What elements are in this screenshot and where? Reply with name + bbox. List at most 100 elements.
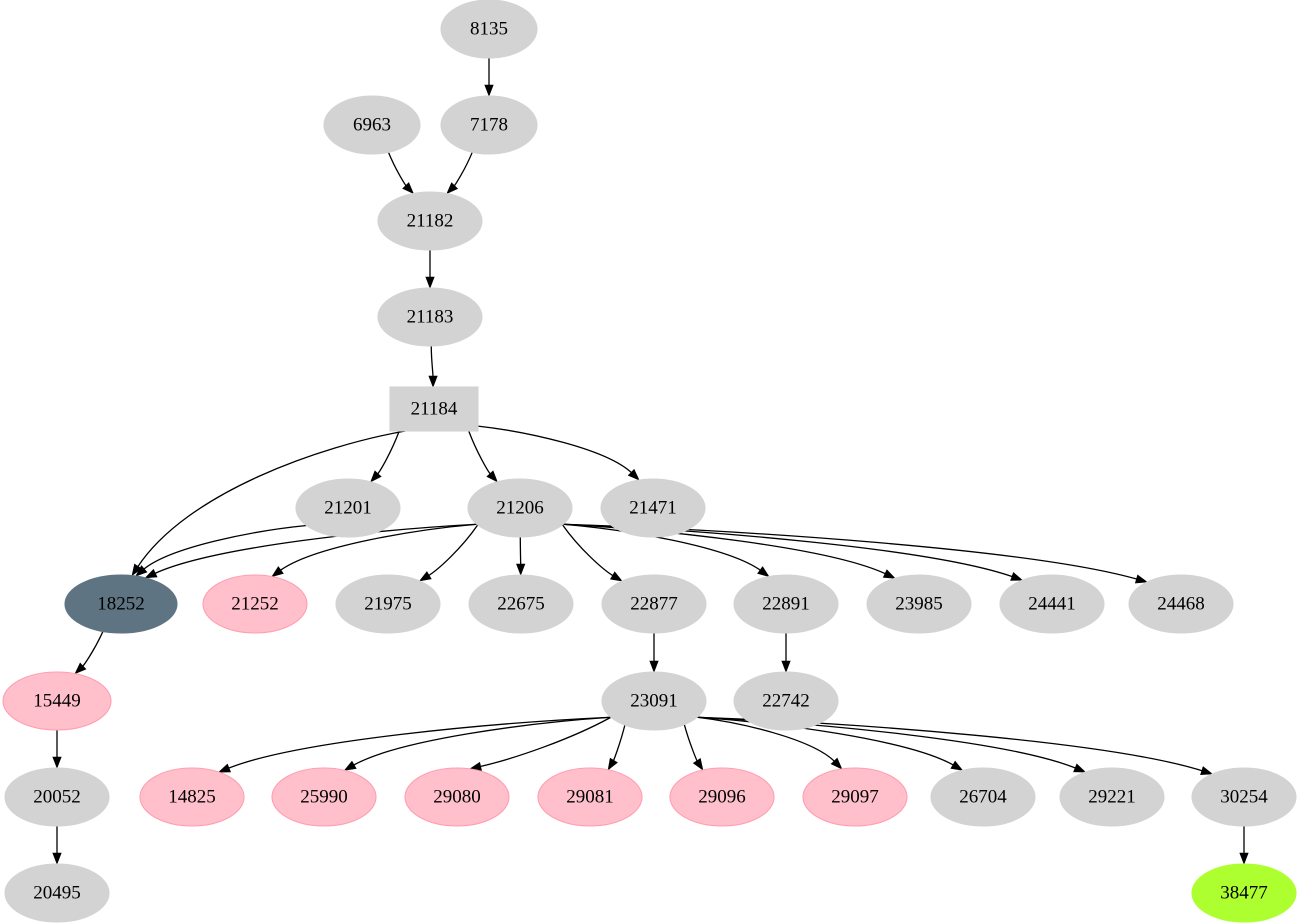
graph-edge [468,430,492,476]
edge-arrowhead [649,660,659,673]
node-ellipse-shape[interactable] [669,767,775,827]
edge-arrowhead [52,852,62,865]
edge-arrowhead [486,470,498,483]
edge-arrowhead [74,662,87,675]
node-ellipse-shape[interactable] [2,671,112,731]
node-ellipse-shape[interactable] [64,574,178,634]
graph-node-24468[interactable]: 24468 [1128,574,1234,634]
graph-edge [352,716,611,767]
graph-node-21975[interactable]: 21975 [335,574,441,634]
node-ellipse-shape[interactable] [271,767,377,827]
edge-arrowhead [135,565,148,577]
node-ellipse-shape[interactable] [802,767,908,827]
graph-node-20052[interactable]: 20052 [4,767,110,827]
graph-edge [563,523,887,575]
node-ellipse-shape[interactable] [4,863,110,923]
graph-node-22877[interactable]: 22877 [601,574,707,634]
graph-node-21184[interactable]: 21184 [389,386,479,432]
node-ellipse-shape[interactable] [335,574,441,634]
graph-node-24441[interactable]: 24441 [999,574,1105,634]
graph-node-21471[interactable]: 21471 [600,478,706,538]
graph-node-23091[interactable]: 23091 [601,671,707,731]
graph-node-7178[interactable]: 7178 [440,95,538,155]
graph-node-25990[interactable]: 25990 [271,767,377,827]
edge-arrowhead [950,760,964,771]
edge-arrowhead [484,84,494,97]
node-ellipse-shape[interactable] [404,767,510,827]
graph-node-23985[interactable]: 23985 [866,574,972,634]
graph-node-22675[interactable]: 22675 [468,574,574,634]
node-ellipse-shape[interactable] [999,574,1105,634]
graph-node-29221[interactable]: 29221 [1059,767,1165,827]
node-ellipse-shape[interactable] [139,767,245,827]
graph-node-21252[interactable]: 21252 [202,574,308,634]
graph-edge [427,524,479,577]
node-ellipse-shape[interactable] [468,574,574,634]
graph-node-20495[interactable]: 20495 [4,863,110,923]
edge-arrowhead [627,468,640,481]
node-ellipse-shape[interactable] [4,767,110,827]
edge-arrowhead [609,571,623,582]
graph-node-21201[interactable]: 21201 [295,478,401,538]
edge-arrowhead [1200,766,1214,775]
node-ellipse-shape[interactable] [1128,574,1234,634]
node-ellipse-shape[interactable] [866,574,972,634]
graph-edge [136,430,406,568]
graph-node-26704[interactable]: 26704 [930,767,1036,827]
edge-arrowhead [1073,763,1087,773]
node-ellipse-shape[interactable] [600,478,706,538]
graph-node-30254[interactable]: 30254 [1191,767,1297,827]
graph-node-38477[interactable]: 38477 [1191,863,1297,923]
edge-arrowhead [131,563,143,577]
edge-arrowhead [271,566,284,578]
graph-node-22742[interactable]: 22742 [733,671,839,731]
graph-edge [81,631,104,668]
node-ellipse-shape[interactable] [440,0,538,59]
node-ellipse-shape[interactable] [1059,767,1165,827]
edge-arrowhead [607,757,618,771]
node-ellipse-shape[interactable] [440,95,538,155]
node-ellipse-shape[interactable] [377,191,483,251]
graph-node-29097[interactable]: 29097 [802,767,908,827]
graph-node-8135[interactable]: 8135 [440,0,538,59]
edge-arrowhead [692,758,704,771]
edge-arrowhead [516,563,526,576]
node-ellipse-shape[interactable] [601,671,707,731]
edge-arrowhead [428,375,438,388]
node-ellipse-shape[interactable] [295,478,401,538]
edge-arrowhead [402,182,414,195]
graph-edge [479,716,612,768]
graph-node-21182[interactable]: 21182 [377,191,483,251]
edge-arrowhead [370,470,382,483]
node-ellipse-shape[interactable] [202,574,308,634]
node-ellipse-shape[interactable] [1191,767,1297,827]
graph-node-22891[interactable]: 22891 [733,574,839,634]
node-ellipse-shape[interactable] [323,95,421,155]
graph-node-15449[interactable]: 15449 [2,671,112,731]
edge-arrowhead [757,566,770,578]
node-ellipse-shape[interactable] [930,767,1036,827]
node-ellipse-shape[interactable] [601,574,707,634]
graph-node-29096[interactable]: 29096 [669,767,775,827]
node-ellipse-shape[interactable] [1191,863,1297,923]
node-ellipse-shape[interactable] [537,767,643,827]
graph-node-21206[interactable]: 21206 [467,478,573,538]
node-ellipse-shape[interactable] [467,478,573,538]
graph-node-6963[interactable]: 6963 [323,95,421,155]
graph-edge [153,523,477,575]
graph-node-21183[interactable]: 21183 [377,287,483,347]
graph-node-14825[interactable]: 14825 [139,767,245,827]
edge-arrowhead [882,569,896,579]
node-ellipse-shape[interactable] [733,671,839,731]
graph-node-29080[interactable]: 29080 [404,767,510,827]
node-ellipse-shape[interactable] [733,574,839,634]
node-box-shape[interactable] [389,386,479,432]
edge-arrowhead [418,571,432,582]
node-ellipse-shape[interactable] [377,287,483,347]
graph-node-18252[interactable]: 18252 [64,574,178,634]
graph-edge [142,524,307,571]
graph-edge [387,151,408,188]
graph-node-29081[interactable]: 29081 [537,767,643,827]
graph-edge [430,345,434,378]
